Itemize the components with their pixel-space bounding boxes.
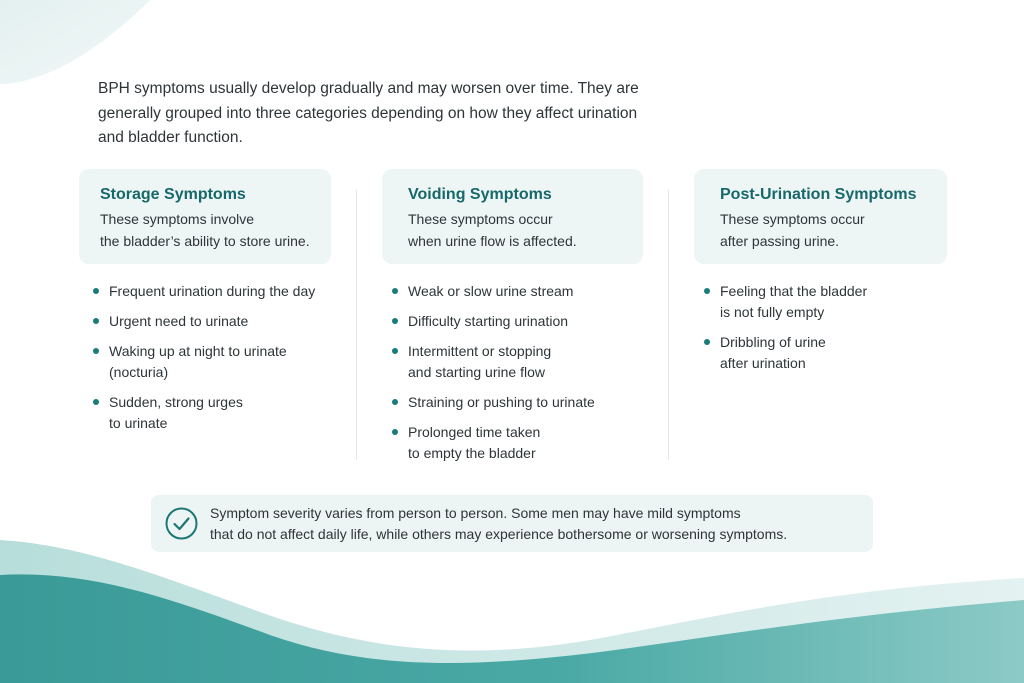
storage-card-header: Storage Symptoms These symptoms involve … — [79, 169, 331, 264]
description-line: after passing urine. — [720, 233, 840, 249]
item-line: Feeling that the bladder — [720, 283, 868, 299]
list-item: Feeling that the bladder is not fully emp… — [704, 281, 944, 323]
list-item: Prolonged time taken to empty the bladder — [392, 422, 652, 464]
bullet-dot-icon — [93, 288, 99, 294]
list-item: Straining or pushing to urinate — [392, 392, 652, 413]
item-line: Frequent urination during the day — [109, 283, 316, 299]
description-line: when urine flow is affected. — [408, 233, 577, 249]
bullet-dot-icon — [392, 348, 398, 354]
list-item: Urgent need to urinate — [93, 311, 343, 332]
item-line: Dribbling of urine — [720, 334, 826, 350]
list-item: Dribbling of urine after urination — [704, 332, 944, 374]
description-line: These symptoms occur — [408, 211, 553, 227]
bullet-dot-icon — [704, 339, 710, 345]
voiding-title: Voiding Symptoms — [408, 186, 552, 203]
intro-paragraph: BPH symptoms usually develop gradually a… — [98, 77, 698, 151]
bullet-dot-icon — [392, 429, 398, 435]
voiding-card-header: Voiding Symptoms These symptoms occur wh… — [382, 169, 643, 264]
top-left-blob — [0, 0, 150, 84]
item-line: Intermittent or stopping — [408, 343, 552, 359]
bullet-dot-icon — [704, 288, 710, 294]
post-urination-description: These symptoms occur after passing urine… — [720, 208, 865, 252]
storage-symptom-list: Frequent urination during the day Urgent… — [93, 281, 343, 443]
list-item: Waking up at night to urinate (nocturia) — [93, 341, 343, 383]
post-urination-symptom-list: Feeling that the bladder is not fully emp… — [704, 281, 944, 383]
note-line: that do not affect daily life, while oth… — [210, 526, 788, 542]
item-line: Weak or slow urine stream — [408, 283, 574, 299]
bullet-dot-icon — [93, 318, 99, 324]
description-line: These symptoms occur — [720, 211, 865, 227]
item-line: to urinate — [109, 415, 168, 431]
list-item: Difficulty starting urination — [392, 311, 652, 332]
note-text: Symptom severity varies from person to p… — [210, 503, 860, 545]
intro-line: and bladder function. — [98, 129, 243, 146]
description-line: These symptoms involve — [100, 211, 255, 227]
item-line: Sudden, strong urges — [109, 394, 243, 410]
list-item: Weak or slow urine stream — [392, 281, 652, 302]
item-line: and starting urine flow — [408, 364, 545, 380]
storage-description: These symptoms involve the bladder’s abi… — [100, 208, 310, 252]
item-line: Urgent need to urinate — [109, 313, 249, 329]
item-line: to empty the bladder — [408, 445, 536, 461]
severity-note: Symptom severity varies from person to p… — [151, 495, 873, 552]
check-circle-icon — [165, 507, 198, 540]
list-item: Frequent urination during the day — [93, 281, 343, 302]
item-line: Waking up at night to urinate — [109, 343, 287, 359]
intro-line: BPH symptoms usually develop gradually a… — [98, 80, 639, 97]
bullet-dot-icon — [93, 348, 99, 354]
storage-title: Storage Symptoms — [100, 186, 246, 203]
voiding-symptom-list: Weak or slow urine stream Difficulty sta… — [392, 281, 652, 473]
item-line: Prolonged time taken — [408, 424, 541, 440]
list-item: Sudden, strong urges to urinate — [93, 392, 343, 434]
column-divider — [356, 190, 357, 460]
voiding-description: These symptoms occur when urine flow is … — [408, 208, 577, 252]
item-line: is not fully empty — [720, 304, 825, 320]
description-line: the bladder’s ability to store urine. — [100, 233, 310, 249]
bullet-dot-icon — [392, 318, 398, 324]
post-urination-card-header: Post-Urination Symptoms These symptoms o… — [694, 169, 947, 264]
bullet-dot-icon — [93, 399, 99, 405]
wave-dark — [0, 574, 1024, 683]
column-divider — [668, 190, 669, 460]
post-urination-title: Post-Urination Symptoms — [720, 186, 917, 203]
item-line: after urination — [720, 355, 806, 371]
intro-line: generally grouped into three categories … — [98, 104, 638, 122]
item-line: (nocturia) — [109, 364, 169, 380]
note-line: Symptom severity varies from person to p… — [210, 505, 741, 521]
item-line: Difficulty starting urination — [408, 313, 569, 329]
list-item: Intermittent or stopping and starting uri… — [392, 341, 652, 383]
item-line: Straining or pushing to urinate — [408, 394, 595, 410]
bullet-dot-icon — [392, 399, 398, 405]
bullet-dot-icon — [392, 288, 398, 294]
